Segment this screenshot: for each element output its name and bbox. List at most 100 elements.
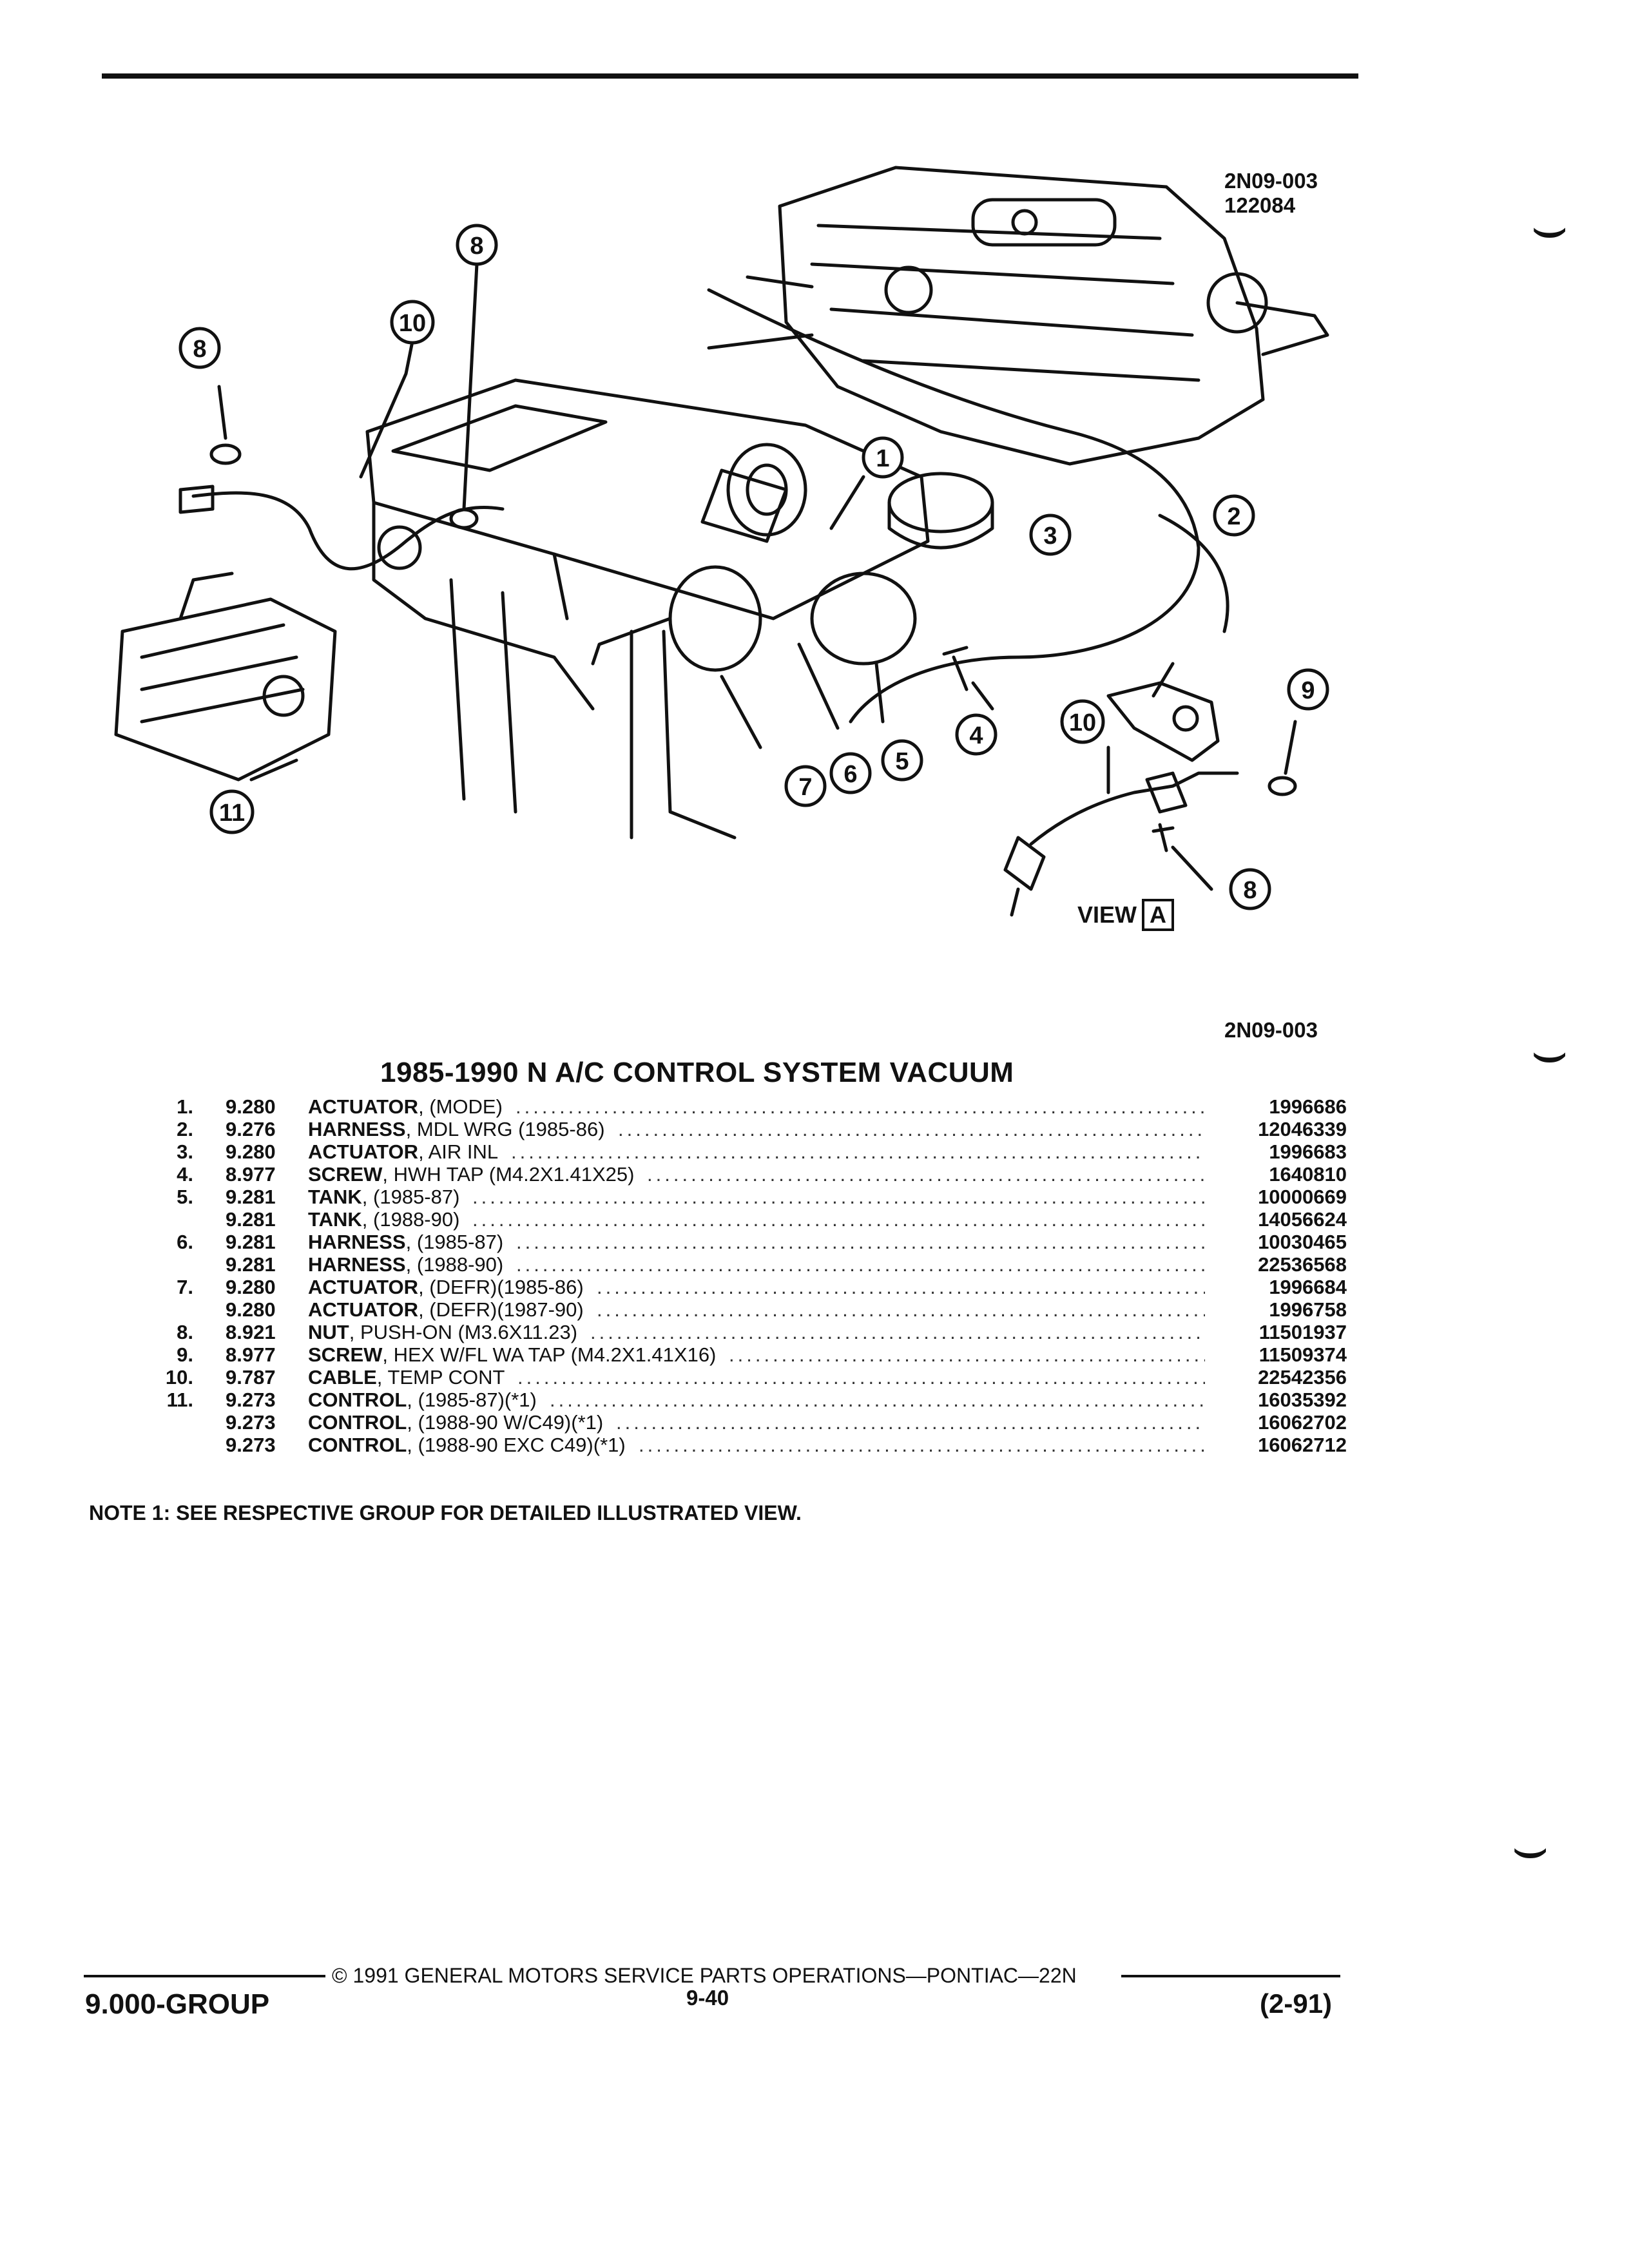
svg-text:1: 1 [876,445,889,472]
group-number: 9.280 [226,1095,276,1118]
revision-date: (2-91) [1260,1988,1333,2019]
part-name: CONTROL [308,1411,407,1434]
group-number: 9.280 [226,1140,276,1163]
control-head [114,572,337,782]
part-number: 11501937 [1258,1321,1347,1343]
leader-dots: ........................................… [647,1163,1205,1186]
svg-text:8: 8 [1243,877,1257,904]
mode-actuator [726,443,807,537]
group-number: 8.921 [226,1321,276,1343]
part-number: 16062712 [1258,1434,1347,1456]
part-name: HARNESS [308,1253,406,1276]
part-description: SCREW, HWH TAP (M4.2X1.41X25) [308,1163,634,1186]
group-number: 9.273 [226,1434,276,1456]
part-name: CONTROL [308,1434,407,1456]
svg-text:2: 2 [1227,503,1240,530]
leader-dots: ........................................… [511,1140,1205,1163]
parts-row: 9.281 HARNESS, (1988-90).................… [129,1253,1353,1276]
defroster-actuator [668,565,762,672]
leader-dots: ........................................… [590,1321,1205,1343]
group-number: 9.276 [226,1118,276,1140]
part-description: HARNESS, MDL WRG (1985-86) [308,1118,605,1140]
callout-11: 11 [209,789,255,834]
group-number: 8.977 [226,1343,276,1366]
svg-text:4: 4 [969,722,983,749]
part-description: NUT, PUSH-ON (M3.6X11.23) [308,1321,577,1343]
leader-dots: ........................................… [616,1411,1205,1434]
svg-text:6: 6 [843,761,857,788]
callout-10: 10 [390,300,435,345]
part-description: CONTROL, (1985-87)(*1) [308,1389,537,1411]
binder-mark: ⌣ [1511,1814,1550,1881]
part-qualifier: , (MODE) [418,1095,503,1118]
part-name: TANK [308,1186,362,1208]
part-name: CONTROL [308,1389,407,1411]
part-qualifier: , (DEFR)(1985-86) [418,1276,584,1298]
part-name: CABLE [308,1366,377,1389]
callout-6: 6 [829,752,872,794]
part-name: SCREW [308,1163,383,1186]
group-number: 8.977 [226,1163,276,1186]
part-number: 16035392 [1258,1389,1347,1411]
air-inlet-actuator [887,472,994,533]
part-number: 1996686 [1269,1095,1347,1118]
group-number: 9.281 [226,1186,276,1208]
item-number: 9. [177,1343,193,1366]
part-qualifier: , (1988-90) [361,1208,460,1231]
part-number: 10000669 [1258,1186,1347,1208]
part-number: 22536568 [1258,1253,1347,1276]
leader-dots: ........................................… [516,1253,1205,1276]
part-qualifier: , (1985-87) [361,1186,460,1208]
page-title: 1985-1990 N A/C CONTROL SYSTEM VACUUM [380,1057,1014,1088]
svg-text:11: 11 [219,800,245,827]
leader-dots: ........................................… [597,1276,1205,1298]
callout-2: 2 [1213,494,1255,537]
leader-dots: ........................................… [472,1208,1205,1231]
svg-text:3: 3 [1043,523,1057,550]
svg-text:10: 10 [1069,709,1096,736]
screw [942,646,969,691]
part-description: CONTROL, (1988-90 W/C49)(*1) [308,1411,603,1434]
callout-9: 8 [1229,868,1271,910]
group-number: 9.281 [226,1253,276,1276]
group-number: 9.280 [226,1298,276,1321]
part-name: NUT [308,1321,349,1343]
callout-10: 10 [1060,699,1105,744]
part-number: 10030465 [1258,1231,1347,1253]
leader-dots: ........................................… [472,1186,1205,1208]
binder-mark: ⌣ [1530,1018,1569,1086]
part-description: ACTUATOR, AIR INL [308,1140,498,1163]
item-number: 11. [166,1389,193,1411]
group-number: 9.281 [226,1231,276,1253]
svg-text:9: 9 [1301,677,1315,704]
leader-dots: ........................................… [639,1434,1205,1456]
part-number: 1996758 [1269,1298,1347,1321]
part-name: ACTUATOR [308,1095,419,1118]
part-number: 1640810 [1269,1163,1347,1186]
figure-code: 2N09-003 122084 [1224,169,1318,217]
part-name: HARNESS [308,1231,406,1253]
leader-dots: ........................................… [516,1231,1205,1253]
svg-text:7: 7 [798,774,812,801]
item-number: 7. [177,1276,193,1298]
group-number: 9.273 [226,1389,276,1411]
engine-assembly [707,166,1329,466]
part-qualifier: , (1988-90) [405,1253,504,1276]
top-rule [102,73,1358,79]
footer-rule [1121,1975,1340,1977]
part-number: 14056624 [1258,1208,1347,1231]
figure-code-bottom: 2N09-003 [1224,1018,1318,1042]
part-qualifier: , (DEFR)(1987-90) [418,1298,584,1321]
part-qualifier: , (1988-90 W/C49)(*1) [407,1411,604,1434]
group-label: 9.000-GROUP [85,1988,270,2020]
